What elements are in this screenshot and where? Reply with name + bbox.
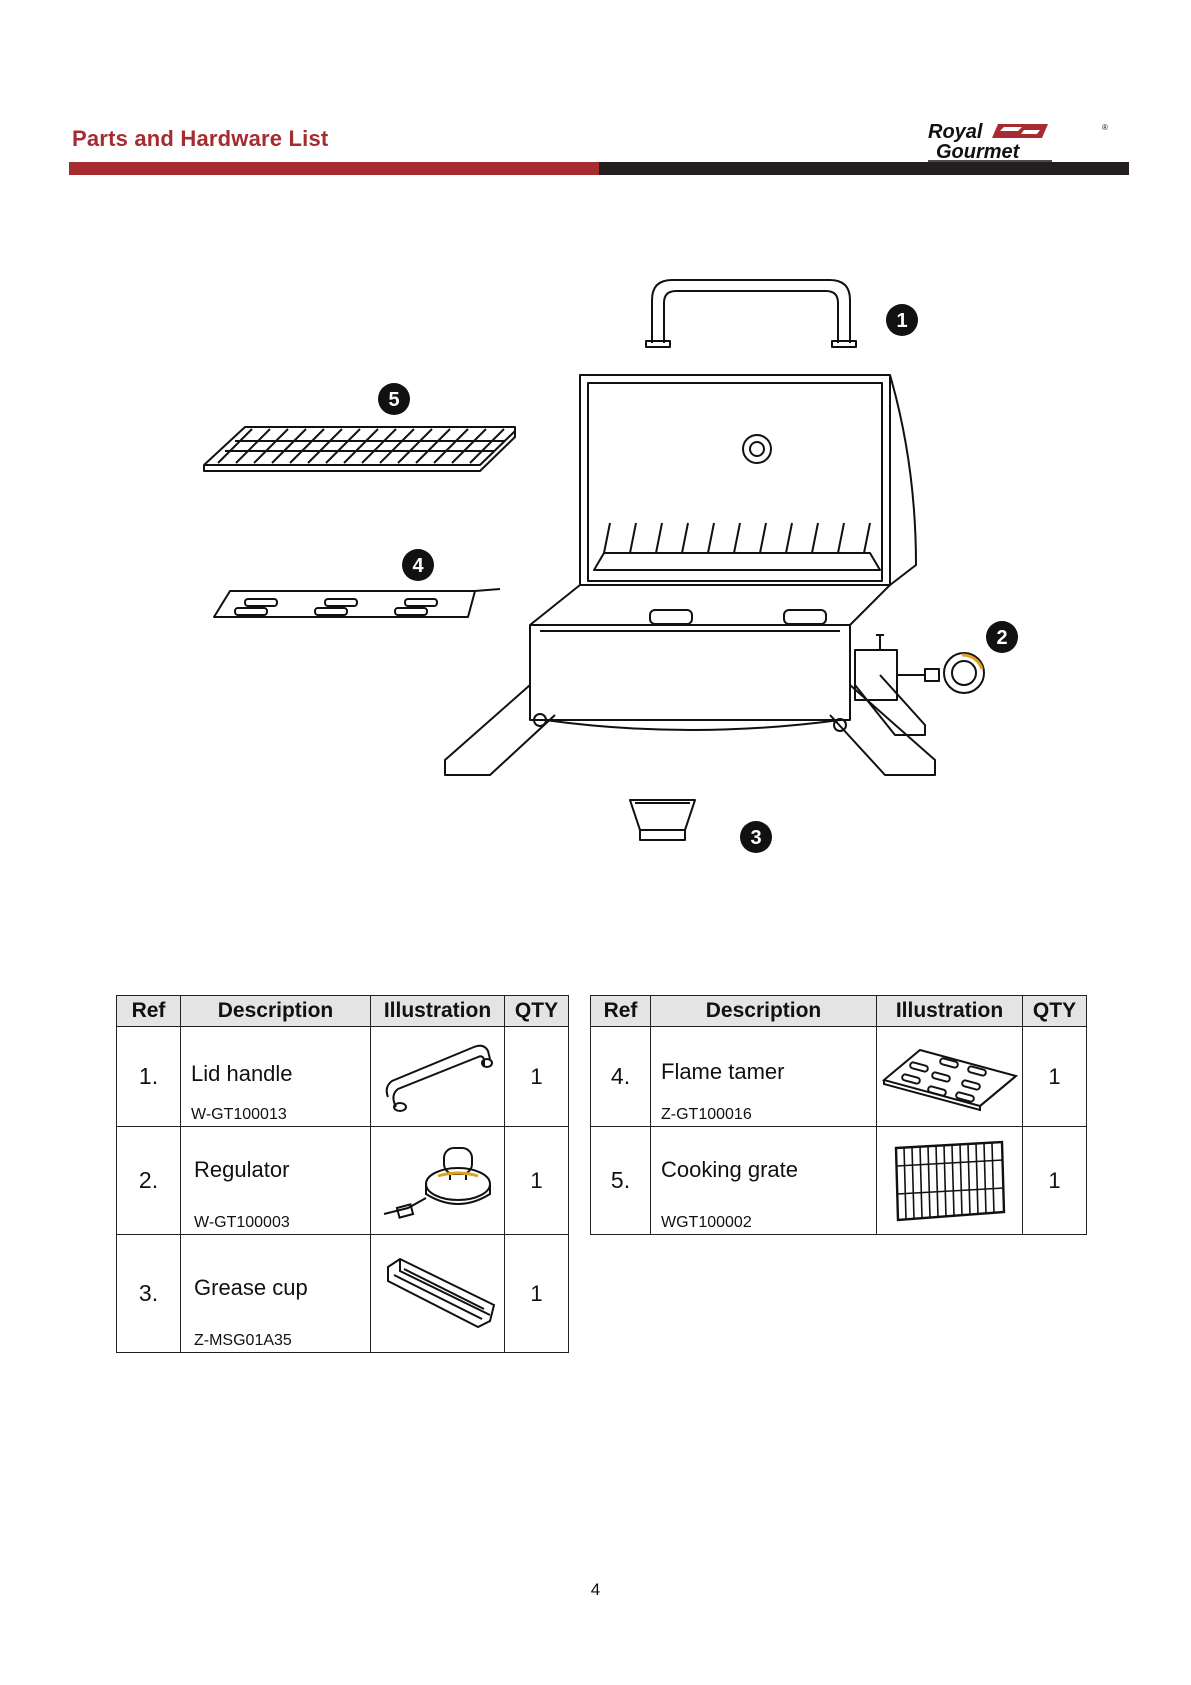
grill-exploded-diagram: 1 2 3 4 5 — [190, 265, 1050, 865]
table-row: 4. Flame tamer Z-GT100016 — [591, 1027, 1087, 1127]
diagram-flame-tamer — [214, 589, 500, 617]
diagram-inner-rack — [594, 523, 880, 570]
lid-handle-icon — [378, 1037, 498, 1117]
part-ref: 4. — [591, 1027, 651, 1127]
header-qty: QTY — [1023, 996, 1087, 1027]
svg-text:4: 4 — [412, 555, 424, 577]
diagram-grease-cup — [630, 800, 695, 840]
header-bar-red — [69, 162, 599, 175]
part-name: Lid handle — [191, 1061, 293, 1087]
part-illustration — [371, 1127, 505, 1235]
part-code: W-GT100003 — [194, 1214, 290, 1232]
part-code: Z-MSG01A35 — [194, 1332, 292, 1350]
svg-text:Royal: Royal — [928, 121, 983, 143]
part-name: Flame tamer — [661, 1059, 784, 1085]
part-code: W-GT100013 — [191, 1106, 287, 1124]
header-bar-dark — [599, 162, 1129, 175]
callout-3: 3 — [740, 821, 772, 853]
header-description: Description — [651, 996, 877, 1027]
diagram-legs — [445, 675, 935, 775]
diagram-firebox — [530, 585, 890, 730]
svg-text:3: 3 — [750, 827, 761, 849]
svg-text:2: 2 — [996, 627, 1007, 649]
part-ref: 1. — [117, 1027, 181, 1127]
header-qty: QTY — [505, 996, 569, 1027]
part-ref: 2. — [117, 1127, 181, 1235]
diagram-lid-handle — [646, 280, 856, 347]
page-number: 4 — [0, 1580, 1191, 1600]
part-illustration — [371, 1027, 505, 1127]
part-qty: 1 — [505, 1127, 569, 1235]
part-illustration — [877, 1127, 1023, 1235]
part-description: Lid handle W-GT100013 — [181, 1027, 371, 1127]
part-code: WGT100002 — [661, 1214, 752, 1232]
part-name: Cooking grate — [661, 1157, 798, 1183]
part-qty: 1 — [505, 1235, 569, 1353]
svg-text:1: 1 — [896, 310, 907, 332]
table-header-row: Ref Description Illustration QTY — [591, 996, 1087, 1027]
grease-cup-icon — [378, 1249, 498, 1339]
part-qty: 1 — [505, 1027, 569, 1127]
parts-table-right: Ref Description Illustration QTY 4. Flam… — [590, 995, 1087, 1235]
part-code: Z-GT100016 — [661, 1106, 752, 1124]
royal-gourmet-logo: Royal Gourmet ® — [922, 120, 1112, 164]
header-illustration: Illustration — [371, 996, 505, 1027]
table-header-row: Ref Description Illustration QTY — [117, 996, 569, 1027]
table-row: 2. Regulator W-GT100003 1 — [117, 1127, 569, 1235]
flame-tamer-icon — [880, 1042, 1020, 1112]
diagram-cooking-grate — [204, 427, 515, 471]
table-row: 1. Lid handle W-GT100013 1 — [117, 1027, 569, 1127]
part-qty: 1 — [1023, 1027, 1087, 1127]
part-ref: 5. — [591, 1127, 651, 1235]
svg-text:Gourmet: Gourmet — [936, 141, 1021, 163]
svg-text:5: 5 — [388, 389, 399, 411]
cooking-grate-icon — [890, 1136, 1010, 1226]
regulator-icon — [378, 1136, 498, 1226]
header-ref: Ref — [591, 996, 651, 1027]
part-qty: 1 — [1023, 1127, 1087, 1235]
callout-4: 4 — [402, 549, 434, 581]
part-description: Cooking grate WGT100002 — [651, 1127, 877, 1235]
callout-2: 2 — [986, 621, 1018, 653]
part-name: Grease cup — [194, 1275, 308, 1301]
part-illustration — [877, 1027, 1023, 1127]
part-ref: 3. — [117, 1235, 181, 1353]
header-ref: Ref — [117, 996, 181, 1027]
page-title: Parts and Hardware List — [72, 126, 328, 152]
part-description: Regulator W-GT100003 — [181, 1127, 371, 1235]
part-name: Regulator — [194, 1157, 289, 1183]
callout-5: 5 — [378, 383, 410, 415]
svg-text:®: ® — [1102, 123, 1108, 132]
part-description: Grease cup Z-MSG01A35 — [181, 1235, 371, 1353]
diagram-regulator — [855, 635, 984, 700]
table-row: 3. Grease cup Z-MSG01A35 1 — [117, 1235, 569, 1353]
parts-table-left: Ref Description Illustration QTY 1. Lid … — [116, 995, 569, 1353]
header-illustration: Illustration — [877, 996, 1023, 1027]
flag-mark-icon — [992, 124, 1048, 138]
callout-1: 1 — [886, 304, 918, 336]
part-illustration — [371, 1235, 505, 1353]
part-description: Flame tamer Z-GT100016 — [651, 1027, 877, 1127]
header-description: Description — [181, 996, 371, 1027]
table-row: 5. Cooking grate WGT100002 1 — [591, 1127, 1087, 1235]
